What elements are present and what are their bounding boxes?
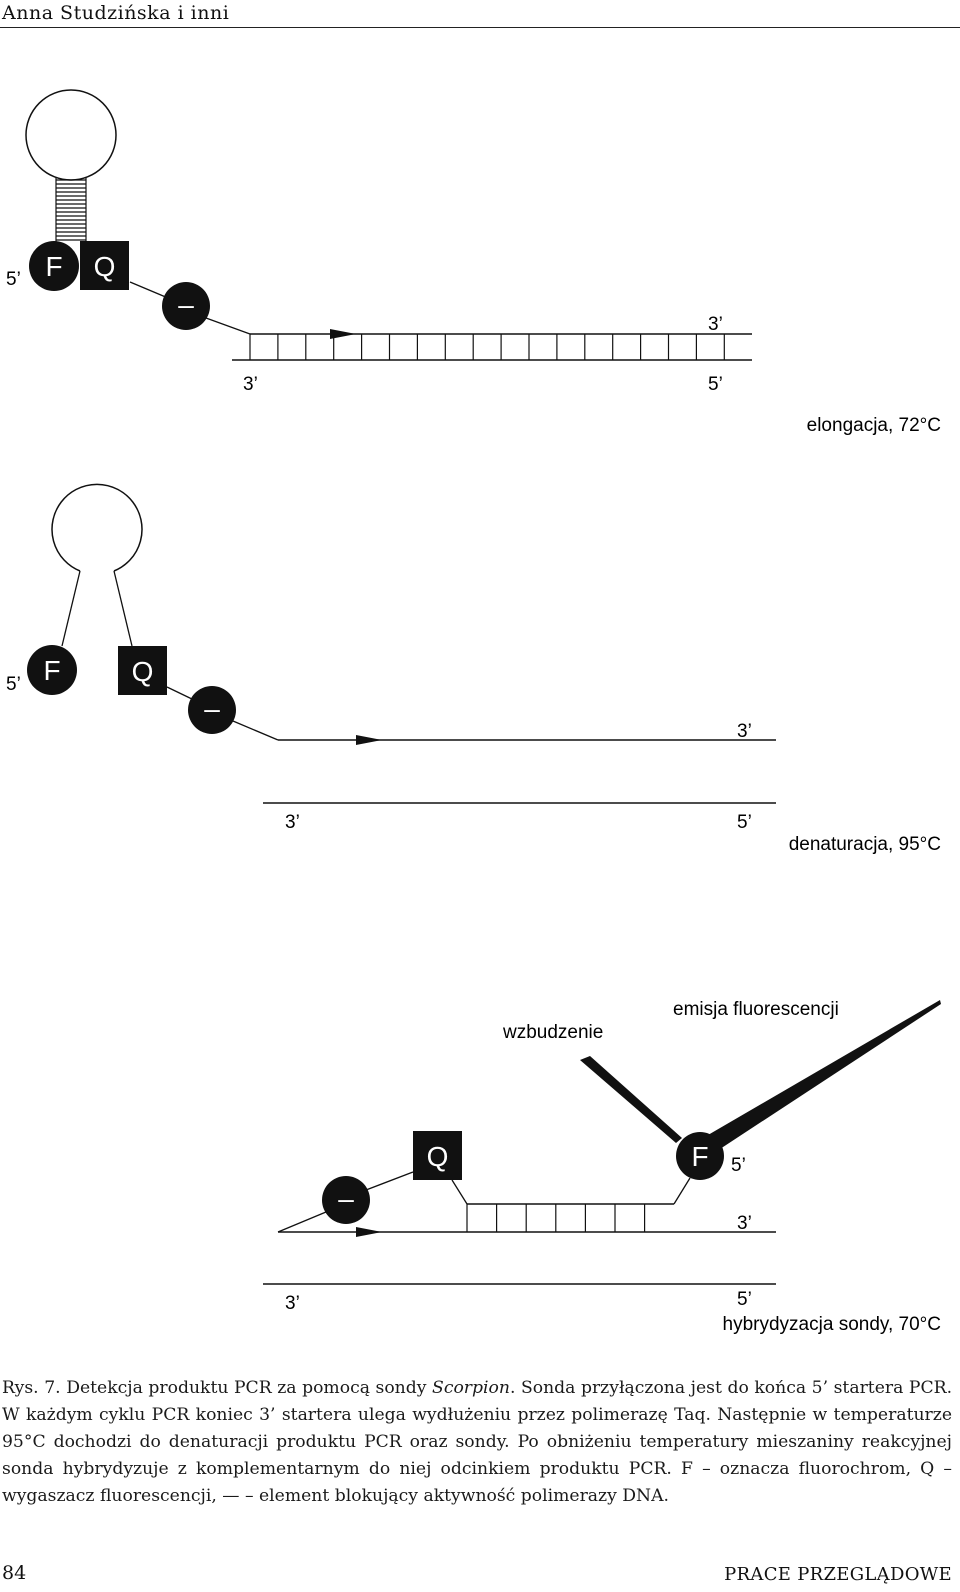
emission-label: emisja fluorescencji [673,999,839,1020]
top-right-three-prime: 3’ [737,721,752,742]
page-number: 84 [2,1562,27,1584]
stage-label-elongation: elongacja, 72°C [807,415,941,436]
fluor-probe-linker [673,1177,691,1205]
excitation-label: wzbudzenie [502,1022,603,1043]
fluorophore-circle [27,645,77,695]
probe-base-pair-rungs [466,1204,646,1232]
caption-text-body: . Sonda przyłączona jest do końca 5’ sta… [2,1378,953,1506]
figure-number: Rys. 7. [2,1378,61,1398]
blocker-label: – [204,693,220,724]
running-header: Anna Studzińska i inni [2,2,230,24]
journal-name: PRACE PRZEGLĄDOWE [724,1564,952,1585]
blocker-label: – [338,1183,354,1214]
figure-caption: Rys. 7. Detekcja produktu PCR za pomocą … [2,1375,952,1510]
fluorophore-circle [676,1132,724,1180]
primer-arrowhead [330,329,356,339]
quencher-box [413,1131,462,1180]
stage-label-denaturation: denaturacja, 95°C [789,834,941,855]
fluorophore-label: F [43,655,60,686]
caption-text-end: – element blokujący aktywność polimerazy… [244,1486,669,1506]
quencher-box [80,241,129,290]
fluorophore-label: F [45,251,62,282]
bottom-right-five-prime: 5’ [708,374,723,395]
five-prime-label: 5’ [6,269,21,290]
quencher-probe-linker [451,1179,468,1205]
five-prime-label: 5’ [6,674,21,695]
top-right-three-prime: 3’ [708,314,723,335]
bottom-left-three-prime: 3’ [285,1293,300,1314]
excitation-ray [580,1056,682,1143]
primer-arrowhead [356,1227,382,1237]
panel-hybridization: wzbudzenie emisja fluorescencji – Q F 5’… [263,999,941,1335]
bottom-left-three-prime: 3’ [243,374,258,395]
scorpion-probe-figure: F Q 5’ – 3’ 3’ 5’ elongacja, 72°C F Q 5’… [6,89,941,1335]
panel-denaturation: F Q 5’ – 3’ 3’ 5’ denaturacja, 95°C [6,483,941,855]
primer-start-linker [277,1211,327,1233]
bottom-right-five-prime: 5’ [737,812,752,833]
probe-loop [25,89,117,181]
quencher-label: Q [94,251,116,282]
fluor-five-prime-label: 5’ [731,1155,746,1176]
caption-text-start: Detekcja produktu PCR za pomocą sondy [66,1378,427,1398]
probe-loop [51,483,143,572]
top-right-three-prime: 3’ [737,1213,752,1234]
blocker-quencher-linker [365,1171,414,1191]
fluorophore-label: F [691,1141,708,1172]
blocker-circle [322,1176,370,1224]
probe-stem [55,177,87,242]
blocker-symbol: — [222,1486,240,1506]
caption-italic-term: Scorpion [432,1378,510,1398]
stage-label-hybridization: hybrydyzacja sondy, 70°C [723,1314,941,1335]
bottom-left-three-prime: 3’ [285,812,300,833]
primer-arrowhead [356,735,382,745]
panel-elongation: F Q 5’ – 3’ 3’ 5’ elongacja, 72°C [6,89,941,436]
header-rule [0,27,960,28]
quencher-label: Q [132,656,154,687]
primer-linker [232,720,279,741]
probe-linker [129,281,169,299]
probe-arm-left [61,570,81,647]
emission-ray [708,1000,941,1149]
base-pair-rungs [249,334,725,360]
probe-arm-right [113,570,133,647]
primer-linker [205,317,251,335]
quencher-box [118,646,167,695]
fluorophore-circle [29,241,79,291]
probe-linker [166,686,195,701]
blocker-circle [162,282,210,330]
quencher-label: Q [427,1141,449,1172]
blocker-label: – [178,289,194,320]
bottom-right-five-prime: 5’ [737,1289,752,1310]
blocker-circle [188,686,236,734]
